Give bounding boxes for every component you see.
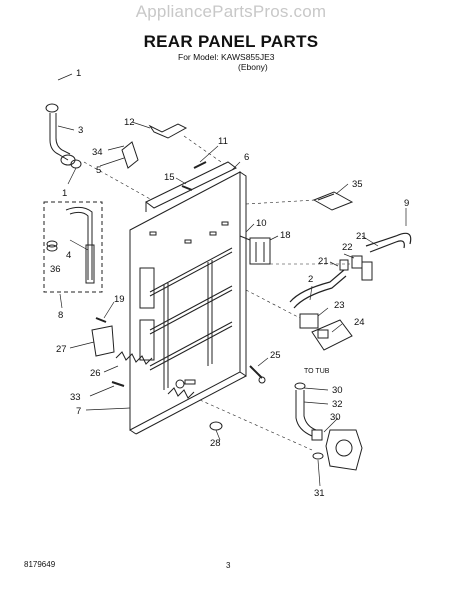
rear-panel	[129, 161, 247, 435]
drain-hose-part	[294, 382, 363, 471]
callout-36: 36	[50, 264, 61, 275]
callout-33: 33	[70, 392, 81, 403]
callout-10: 10	[256, 218, 267, 229]
screw-part	[193, 161, 207, 169]
callout-6: 6	[244, 152, 249, 163]
inlet-hose-part	[365, 232, 412, 247]
callout-1b: 1	[62, 188, 67, 199]
screw-part	[111, 381, 125, 387]
callout-24: 24	[354, 317, 365, 328]
page-title: REAR PANEL PARTS	[143, 32, 319, 51]
callout-30: 30	[332, 385, 343, 396]
callout-23: 23	[334, 300, 345, 311]
color-variant: (Ebony)	[238, 62, 268, 72]
model-number: For Model: KAWS855JE3	[178, 52, 275, 62]
water-valve-part	[299, 313, 353, 351]
fitting-part	[339, 259, 349, 271]
callout-21b: 21	[356, 231, 367, 242]
callout-22: 22	[342, 242, 353, 253]
screw-part	[181, 185, 193, 191]
clip-part	[121, 141, 139, 169]
callout-18: 18	[280, 230, 291, 241]
screw-part	[249, 365, 263, 379]
callout-7: 7	[76, 406, 81, 417]
callout-32: 32	[332, 399, 343, 410]
to-tub-label: TO TUB	[304, 368, 330, 375]
leader-lines	[57, 73, 407, 487]
callout-28: 28	[210, 438, 221, 449]
callout-1: 1	[76, 68, 81, 79]
washer-part	[209, 421, 223, 431]
water-hose-part	[289, 269, 345, 303]
callout-26: 26	[90, 368, 101, 379]
callout-21: 21	[318, 256, 329, 267]
callout-2: 2	[308, 274, 313, 285]
hose-kit-box	[43, 201, 103, 293]
callout-labels: 1 3 1 4 36 8 12 34 5 11 6 15 35 9 10 18 …	[50, 68, 409, 499]
callout-9: 9	[404, 198, 409, 209]
bracket-part	[148, 123, 188, 139]
document-number: 8179649	[24, 560, 56, 569]
callout-4: 4	[66, 250, 71, 261]
callout-12: 12	[124, 117, 135, 128]
spring-part	[115, 351, 153, 365]
bracket-part	[312, 191, 354, 211]
callout-15: 15	[164, 172, 175, 183]
watermark: AppliancePartsPros.com	[135, 2, 327, 21]
callout-35: 35	[352, 179, 363, 190]
callout-5: 5	[96, 165, 101, 176]
screw-part	[95, 317, 107, 323]
callout-8: 8	[58, 310, 63, 321]
page-number: 3	[226, 561, 231, 570]
callout-25: 25	[270, 350, 281, 361]
callout-19: 19	[114, 294, 125, 305]
drain-hose-part	[45, 103, 82, 169]
callout-27: 27	[56, 344, 67, 355]
switch-part	[239, 235, 271, 265]
callout-34: 34	[92, 147, 103, 158]
callout-30b: 30	[330, 412, 341, 423]
callout-31: 31	[314, 488, 325, 499]
bracket-part	[91, 325, 115, 357]
callout-3: 3	[78, 125, 83, 136]
spring-part	[167, 387, 195, 399]
callout-11: 11	[218, 136, 228, 147]
assembly-lines	[83, 135, 350, 451]
